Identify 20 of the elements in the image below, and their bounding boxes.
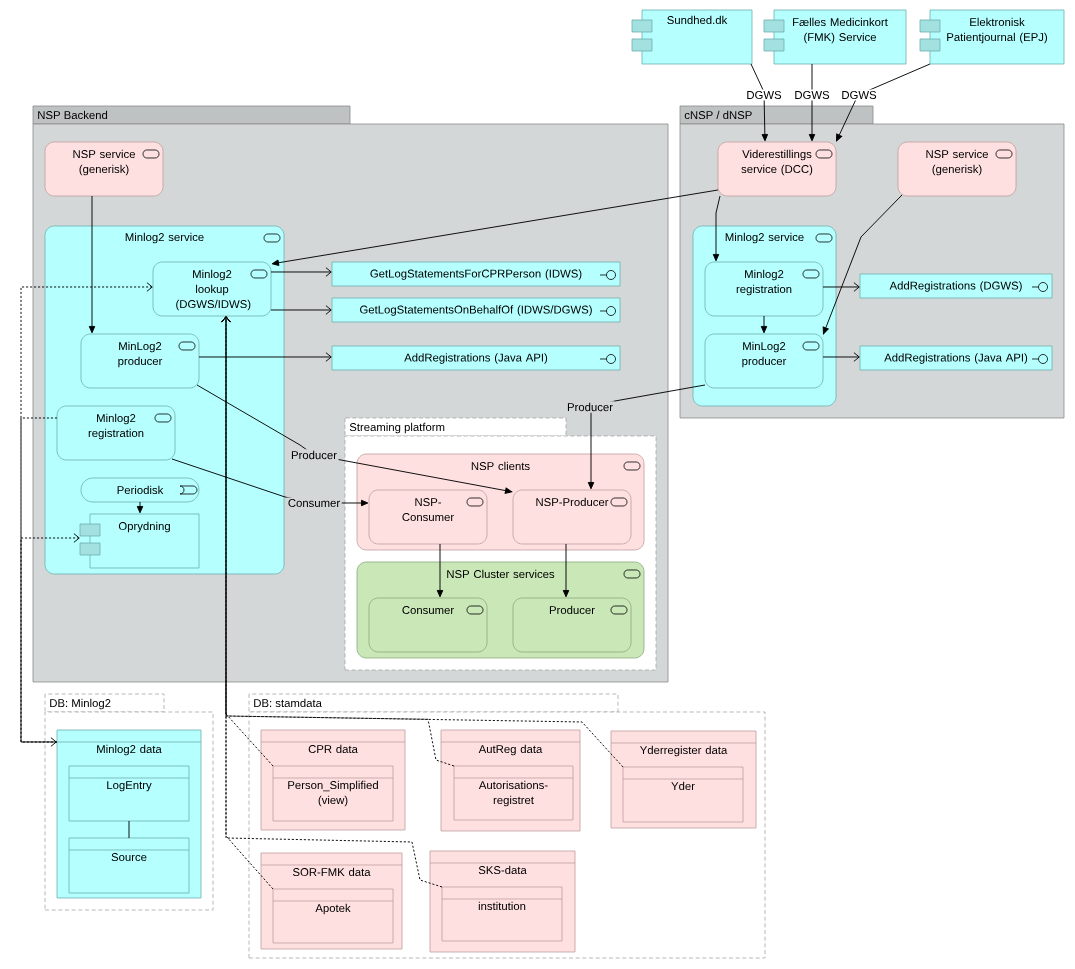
arrow — [822, 194, 903, 335]
arrow — [822, 352, 860, 362]
service-box: Viderestillings service (DCC) — [717, 141, 837, 197]
interface-box: AddRegistrations (DGWS) — [859, 273, 1053, 299]
arrow — [836, 63, 931, 142]
service-box: Minlog2 registration — [704, 261, 824, 317]
component-box: Sundhed.dk — [641, 9, 753, 65]
edge-label: DGWS — [744, 89, 784, 101]
arrow — [822, 282, 860, 292]
interface-box: AddRegistrations (Java API) — [859, 345, 1053, 371]
component-box: Elektronisk Patientjournal (EPJ) — [929, 9, 1065, 65]
component-box: Fælles Medicinkort (FMK) Service — [773, 9, 907, 65]
service-box: MinLog2 producer — [704, 333, 824, 389]
edge-label: DGWS — [839, 89, 879, 101]
edge-label: DGWS — [792, 89, 832, 101]
arrow — [808, 63, 816, 142]
arrow — [760, 315, 768, 334]
arrow — [750, 63, 769, 142]
arrow — [712, 195, 721, 262]
service-box: NSP service (generisk) — [897, 141, 1017, 197]
